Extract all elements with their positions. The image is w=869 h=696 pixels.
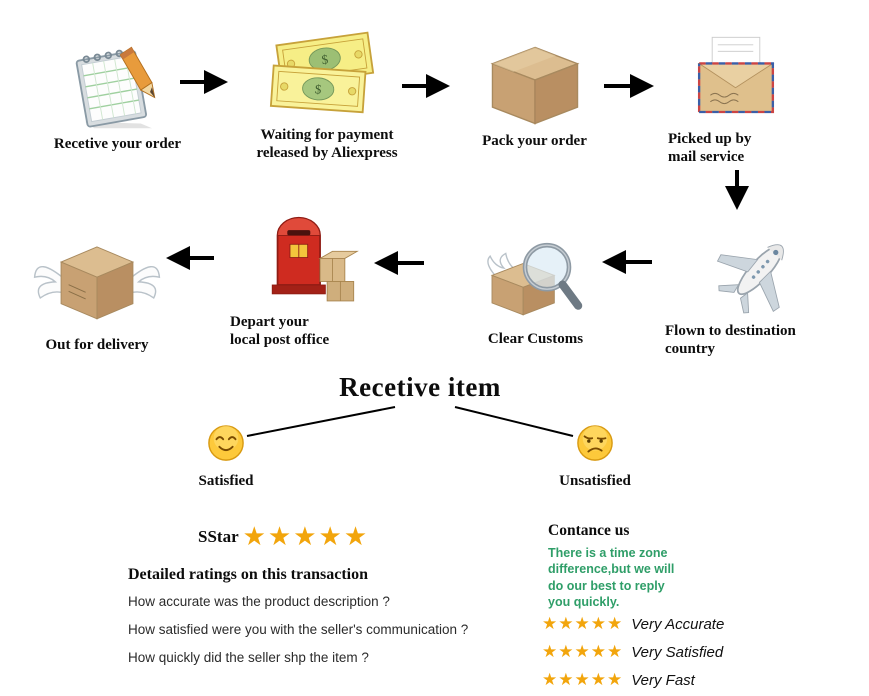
step-label-waiting-payment: Waiting for payment released by Aliexpre… (256, 127, 398, 161)
unsatisfied-face-icon (576, 424, 614, 467)
step-label-flown: Flown to destination country (665, 323, 796, 357)
unsatisfied-block: Unsatisfied (555, 424, 635, 490)
postbox-icon (251, 207, 359, 309)
rating-row-accurate: ★★★★★ Very Accurate (542, 610, 724, 638)
svg-text:$: $ (321, 52, 330, 67)
step-waiting-payment: $ $ Waiting for payment released by Alie… (232, 30, 422, 162)
detailed-ratings-heading: Detailed ratings on this transaction (128, 566, 368, 583)
five-star-stars: ★★★★★ (242, 522, 370, 552)
satisfied-face-icon (207, 424, 245, 467)
five-star-label: SStar (198, 527, 239, 546)
step-label-depart-post: Depart your local post office (230, 314, 330, 348)
step-depart-post: Depart your local post office (230, 207, 380, 349)
contact-us-note: There is a time zone difference,but we w… (548, 546, 675, 609)
step-label-picked-up: Picked up by mail service (668, 131, 752, 165)
step-receive-order: Recetive your order (35, 38, 200, 154)
contact-us-heading: Contance us (548, 522, 630, 539)
stars-accurate: ★★★★★ (542, 614, 624, 634)
mail-envelope-icon (682, 28, 790, 126)
rating-questions: How accurate was the product description… (128, 594, 468, 678)
step-clear-customs: Clear Customs (458, 234, 613, 349)
stars-fast: ★★★★★ (542, 670, 624, 690)
satisfied-block: Satisfied (193, 424, 259, 490)
payment-money-icon: $ $ (262, 30, 392, 122)
question-accuracy: How accurate was the product description… (128, 594, 390, 609)
label-accurate: Very Accurate (631, 615, 725, 633)
step-label-out-for-delivery: Out for delivery (45, 337, 149, 353)
question-shipping-speed: How quickly did the seller shp the item … (128, 650, 369, 665)
package-box-icon (485, 42, 585, 128)
step-out-for-delivery: Out for delivery (22, 228, 172, 355)
svg-text:$: $ (314, 82, 322, 96)
step-picked-up: Picked up by mail service (668, 28, 803, 166)
step-pack-order: Pack your order (462, 42, 607, 151)
five-star-row: SStar ★★★★★ (198, 522, 369, 552)
order-notepad-icon (65, 38, 170, 131)
rating-row-satisfied: ★★★★★ Very Satisfied (542, 638, 724, 666)
step-label-clear-customs: Clear Customs (487, 331, 584, 347)
satisfied-label: Satisfied (198, 473, 254, 489)
rating-rows: ★★★★★ Very Accurate ★★★★★ Very Satisfied… (542, 610, 724, 694)
label-satisfied: Very Satisfied (631, 643, 724, 661)
unsatisfied-label: Unsatisfied (559, 473, 631, 489)
question-communication: How satisfied were you with the seller's… (128, 622, 469, 637)
winged-box-icon (28, 228, 166, 332)
airplane-icon (711, 222, 809, 318)
rating-row-fast: ★★★★★ Very Fast (542, 666, 724, 694)
step-flown: Flown to destination country (665, 222, 855, 358)
receive-item-title: Recetive item (339, 372, 501, 402)
label-fast: Very Fast (631, 671, 695, 689)
step-label-receive-order: Recetive your order (53, 136, 182, 152)
stars-satisfied: ★★★★★ (542, 642, 624, 662)
step-label-pack-order: Pack your order (482, 133, 587, 149)
customs-magnifier-icon (481, 234, 591, 326)
